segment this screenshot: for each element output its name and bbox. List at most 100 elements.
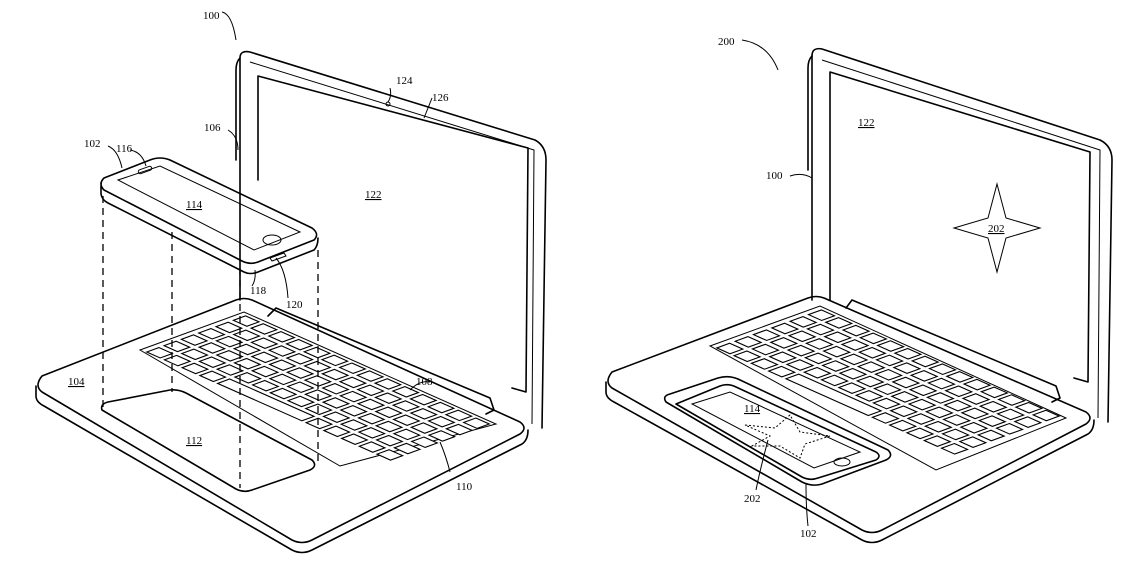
key xyxy=(320,368,350,381)
key xyxy=(320,354,350,367)
display-area xyxy=(829,71,1091,383)
port xyxy=(269,252,287,262)
key xyxy=(232,329,261,342)
key xyxy=(409,422,439,434)
key xyxy=(444,423,474,436)
key xyxy=(162,340,192,353)
phone-screen xyxy=(690,391,862,469)
key xyxy=(338,376,368,389)
label-114: 114 xyxy=(186,199,203,211)
key xyxy=(268,373,298,386)
key xyxy=(909,369,939,382)
key xyxy=(357,427,386,439)
key xyxy=(906,413,936,425)
label-202-phone: 202 xyxy=(744,493,761,505)
phone-top xyxy=(100,157,318,265)
key xyxy=(910,355,940,368)
key xyxy=(268,359,297,371)
key xyxy=(977,415,1007,427)
keyboard-keys xyxy=(715,309,1061,455)
key xyxy=(802,366,832,379)
key xyxy=(462,417,491,430)
key xyxy=(876,340,906,352)
key xyxy=(944,385,974,398)
key xyxy=(958,436,988,449)
key xyxy=(750,343,780,356)
lid-back-edge xyxy=(235,57,241,161)
keyboard-well xyxy=(138,311,498,467)
key xyxy=(427,430,457,442)
key xyxy=(732,350,762,363)
label-114: 114 xyxy=(744,403,761,415)
phone-side xyxy=(100,185,319,275)
label-126: 126 xyxy=(432,92,449,104)
key xyxy=(232,343,262,356)
key xyxy=(769,337,799,349)
key xyxy=(304,417,334,430)
key xyxy=(874,368,903,381)
key xyxy=(995,422,1024,435)
label-120: 120 xyxy=(286,299,303,311)
key xyxy=(788,315,818,328)
label-100: 100 xyxy=(203,10,220,22)
key xyxy=(198,370,227,383)
key xyxy=(374,406,403,419)
lid-outline xyxy=(811,47,1113,423)
lid-back-edge xyxy=(807,55,813,171)
key xyxy=(409,408,438,420)
key xyxy=(215,350,244,362)
key xyxy=(785,359,815,371)
key xyxy=(768,351,798,364)
key xyxy=(854,389,884,402)
key xyxy=(162,354,192,367)
key xyxy=(392,442,422,455)
key xyxy=(410,436,439,449)
label-122: 122 xyxy=(858,117,875,129)
key xyxy=(752,329,781,342)
key xyxy=(892,362,922,375)
key xyxy=(198,356,227,368)
label-108: 108 xyxy=(416,376,433,388)
key xyxy=(302,346,332,359)
key xyxy=(250,351,279,364)
keyboard-keys xyxy=(145,315,491,461)
key xyxy=(426,401,456,414)
key xyxy=(767,365,797,378)
key xyxy=(786,344,816,357)
key xyxy=(322,411,351,423)
label-112: 112 xyxy=(186,435,202,447)
key xyxy=(339,419,369,431)
figure-left-laptop: 100 124 126 106 102 116 114 122 118 120 … xyxy=(35,10,547,554)
key xyxy=(928,363,957,376)
base-top xyxy=(607,295,1091,534)
key xyxy=(375,434,404,447)
label-124: 124 xyxy=(396,75,413,87)
key xyxy=(715,342,745,355)
home-button xyxy=(262,234,282,246)
key xyxy=(373,378,403,390)
key xyxy=(838,367,868,380)
key xyxy=(339,405,368,417)
key xyxy=(837,382,867,395)
key xyxy=(978,400,1008,413)
key xyxy=(251,379,280,392)
key xyxy=(392,414,421,426)
key xyxy=(286,395,316,408)
key xyxy=(356,398,386,411)
key xyxy=(807,309,836,322)
label-122: 122 xyxy=(365,189,382,201)
key xyxy=(858,332,888,345)
key xyxy=(784,373,883,417)
key xyxy=(856,361,886,373)
key xyxy=(285,367,315,379)
key xyxy=(250,365,280,378)
key xyxy=(179,334,209,346)
lid-inner-edge xyxy=(249,61,535,425)
key xyxy=(943,399,973,412)
key xyxy=(893,347,923,360)
label-110: 110 xyxy=(456,481,473,493)
key xyxy=(340,433,369,445)
key xyxy=(841,324,871,337)
key xyxy=(391,386,420,398)
